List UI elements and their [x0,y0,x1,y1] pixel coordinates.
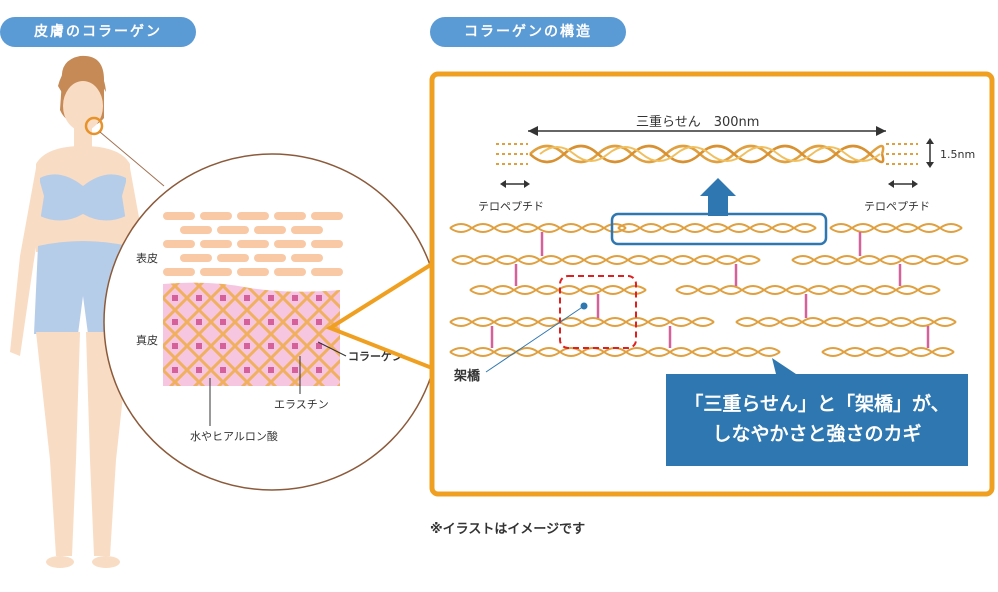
epidermis-layer [163,212,343,276]
skin-collagen-header: 皮膚のコラーゲン [0,17,196,47]
zoom-up-arrow [700,178,736,216]
callout-line-2: しなやかさと強さのカギ [712,423,922,445]
cheek-zoom-marker [84,116,104,136]
illustration-note: ※イラストはイメージです [430,522,586,537]
crosslink-label: 架橋 [453,368,481,384]
dermis-layer [163,282,340,386]
key-callout: 「三重らせん」と「架橋」が、 しなやかさと強さのカギ [666,374,968,466]
triple-helix-top: 三重らせん 300nm 1.5nm テロペプチド テロペプチド [478,114,975,213]
elastin-label: エラスチン [274,398,329,411]
helix-width-label: 1.5nm [940,148,975,161]
telopeptide-left-label: テロペプチド [478,200,544,213]
dermis-label: 真皮 [136,333,158,347]
epidermis-label: 表皮 [136,251,158,265]
crosslink-highlight-box [559,275,637,349]
callout-line-1: 「三重らせん」と「架橋」が、 [684,393,950,415]
collagen-label: コラーゲン [348,349,403,363]
telopeptide-right-label: テロペプチド [864,200,930,213]
collagen-structure-header: コラーゲンの構造 [430,17,626,47]
hyaluronic-label: 水やヒアルロン酸 [190,429,278,443]
fibril-rows [449,223,969,357]
skin-layers [163,212,343,386]
molecule-highlight-box [610,212,828,246]
helix-length-label: 三重らせん 300nm [636,114,759,130]
